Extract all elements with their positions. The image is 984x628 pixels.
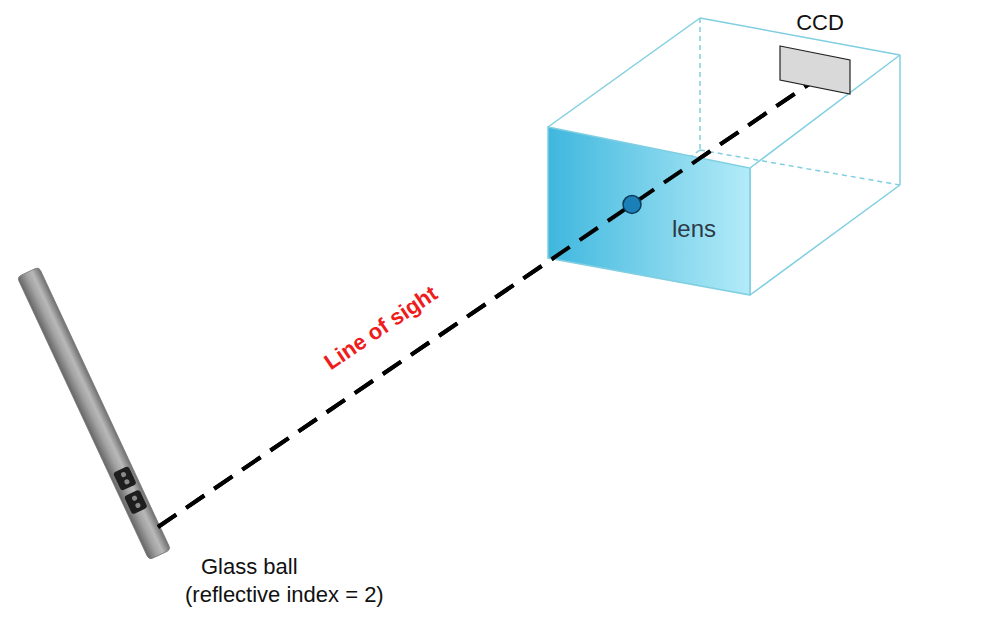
hidden-edge <box>699 18 701 150</box>
rod-body <box>17 267 171 560</box>
housing-edge <box>548 18 700 127</box>
camera-front-face <box>548 127 750 295</box>
housing-edge <box>899 55 901 185</box>
housing-edge <box>750 185 900 295</box>
node-label: lens <box>672 215 716 243</box>
ccd-chip <box>780 46 850 94</box>
marker-dot <box>135 502 142 509</box>
line-of-sight-label: Line of sight <box>319 280 443 377</box>
marker-dot <box>131 495 138 502</box>
marker-dot <box>124 479 131 486</box>
lens-face: lens <box>548 127 750 295</box>
glass-ball-marker <box>113 466 137 491</box>
glass-ball-marker <box>124 489 148 514</box>
node-shape <box>548 127 750 295</box>
lens-dot <box>623 195 641 213</box>
ccd-sensor: CCD <box>776 10 856 100</box>
rod <box>17 267 171 560</box>
glass-ball-label: Glass ball (reflective index = 2) <box>185 553 393 609</box>
node-label: CCD <box>780 10 860 35</box>
line-of-sight <box>158 82 812 527</box>
marker-dot <box>120 471 127 478</box>
camera-housing <box>548 18 900 295</box>
line-of-sight <box>158 82 812 527</box>
